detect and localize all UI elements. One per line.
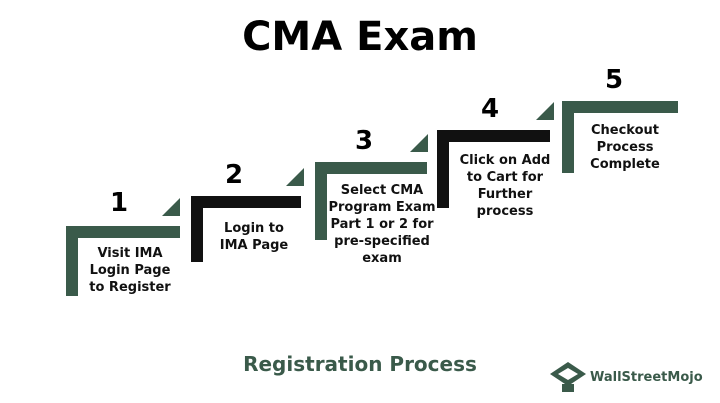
diagram-title: CMA Exam [242, 14, 478, 60]
step-5-label: Checkout Process Complete [590, 123, 660, 172]
step-5-post [562, 101, 574, 173]
step-1-number: 1 [110, 188, 129, 218]
step-2-bar [191, 196, 301, 208]
step-4-number: 4 [481, 94, 500, 124]
diagram-subtitle: Registration Process [243, 352, 477, 376]
step-3-bar [315, 162, 427, 174]
step-2-number: 2 [225, 160, 244, 190]
step-1-arrow [162, 198, 180, 216]
step-4-label: Click on Add to Cart for Further process [459, 153, 551, 219]
step-4-arrow [536, 102, 554, 120]
step-4-bar [437, 130, 550, 142]
step-5-bar [562, 101, 678, 113]
step-3-arrow [410, 134, 428, 152]
step-1-post [66, 226, 78, 296]
step-2-label: Login to IMA Page [219, 221, 289, 253]
step-4-post [437, 130, 449, 208]
wallstreetmojo-logo-icon [550, 362, 586, 392]
step-2-arrow [286, 168, 304, 186]
step-3-number: 3 [355, 126, 374, 156]
step-3-label: Select CMA Program Exam Part 1 or 2 for … [328, 183, 436, 266]
step-5-number: 5 [605, 65, 624, 95]
step-1-bar [66, 226, 180, 238]
step-2-post [191, 196, 203, 262]
step-3-post [315, 162, 327, 240]
brand-name: WallStreetMojo [590, 370, 703, 385]
step-1-label: Visit IMA Login Page to Register [89, 246, 171, 295]
